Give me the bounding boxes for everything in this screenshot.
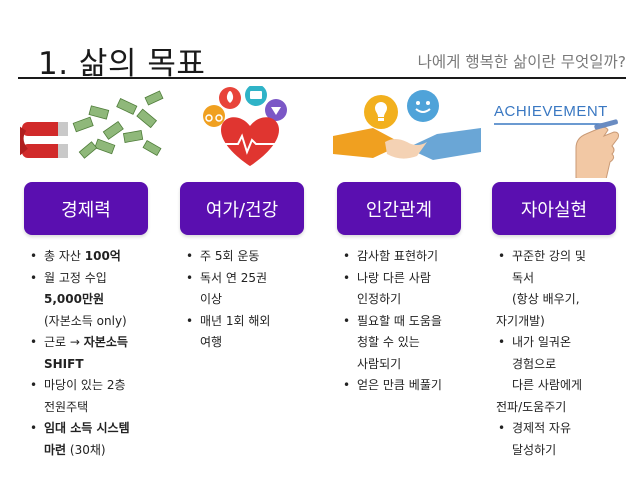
list-item: 마당이 있는 2층 <box>28 375 168 397</box>
list-item: (자본소득 only) <box>44 313 127 328</box>
list-item: 근로 → 자본소득 <box>28 332 168 354</box>
handshake-ideas-icon <box>333 86 481 178</box>
list-item: 월 고정 수입 <box>28 268 168 290</box>
list-item: 자기개발) <box>496 313 545 328</box>
title-divider <box>18 77 626 79</box>
goal-list-economy: 총 자산 100억 월 고정 수입 5,000만원 (자본소득 only) 근로… <box>28 246 168 461</box>
category-pill-relationships: 인간관계 <box>337 182 461 235</box>
page-title: 1. 삶의 목표 <box>38 46 206 82</box>
category-pill-self-actualization: 자아실현 <box>492 182 616 235</box>
category-pill-leisure-health: 여가/건강 <box>180 182 304 235</box>
list-item: 마련 (30채) <box>44 442 106 457</box>
list-item: 꾸준한 강의 및 <box>496 246 636 268</box>
goal-column-economy: 경제력 총 자산 100억 월 고정 수입 5,000만원 (자본소득 only… <box>20 86 168 457</box>
list-item: 다른 사람에게 <box>512 378 583 392</box>
list-item: 경제적 자유 <box>496 418 636 440</box>
goal-list-relationships: 감사함 표현하기 나랑 다른 사람 인정하기 필요할 때 도움을 청할 수 있는… <box>341 246 481 397</box>
money-magnet-icon <box>20 86 168 178</box>
list-item: 총 자산 100억 <box>28 246 168 268</box>
goal-column-leisure-health: 여가/건강 주 5회 운동 독서 연 25권 이상 매년 1회 해외 여행 <box>176 86 324 349</box>
list-item: (항상 배우기, <box>512 292 580 306</box>
achievement-text: ACHIEVEMENT <box>494 103 608 120</box>
goal-column-self-actualization: ACHIEVEMENT 자아실현 꾸준한 강의 및 독서 (항상 배우기, 자기… <box>488 86 636 457</box>
list-item: 전파/도움주기 <box>496 399 567 414</box>
goal-list-self-actualization: 꾸준한 강의 및 독서 (항상 배우기, 자기개발) 내가 일궈온 경험으로 다… <box>496 246 636 461</box>
page-subtitle: 나에게 행복한 삶이란 무엇일까? <box>417 53 626 71</box>
list-item: 얻은 만큼 베풀기 <box>341 375 481 397</box>
list-item: 5,000만원 <box>44 292 105 306</box>
health-hobbies-heart-icon <box>176 86 324 178</box>
list-item: 청할 수 있는 <box>357 335 420 349</box>
list-item: 나랑 다른 사람 <box>341 268 481 290</box>
list-item: 감사함 표현하기 <box>341 246 481 268</box>
list-item: 독서 <box>512 270 535 285</box>
list-item: 이상 <box>200 292 223 306</box>
list-item: 독서 연 25권 <box>184 268 324 290</box>
list-item: 필요할 때 도움을 <box>341 311 481 333</box>
list-item: 내가 일궈온 <box>496 332 636 354</box>
list-item: 전원주택 <box>44 399 89 414</box>
list-item: 경험으로 <box>512 356 557 371</box>
list-item: 인정하기 <box>357 292 402 306</box>
list-item: 매년 1회 해외 <box>184 311 324 333</box>
list-item: SHIFT <box>44 356 84 371</box>
list-item: 여행 <box>200 335 223 349</box>
goal-column-relationships: 인간관계 감사함 표현하기 나랑 다른 사람 인정하기 필요할 때 도움을 청할… <box>333 86 481 396</box>
list-item: 사람되기 <box>357 356 402 371</box>
category-pill-economy: 경제력 <box>24 182 148 235</box>
list-item: 주 5회 운동 <box>184 246 324 268</box>
goal-list-leisure-health: 주 5회 운동 독서 연 25권 이상 매년 1회 해외 여행 <box>184 246 324 354</box>
list-item: 달성하기 <box>512 442 557 457</box>
list-item: 임대 소득 시스템 <box>28 418 168 440</box>
achievement-hand-icon: ACHIEVEMENT <box>488 86 636 178</box>
